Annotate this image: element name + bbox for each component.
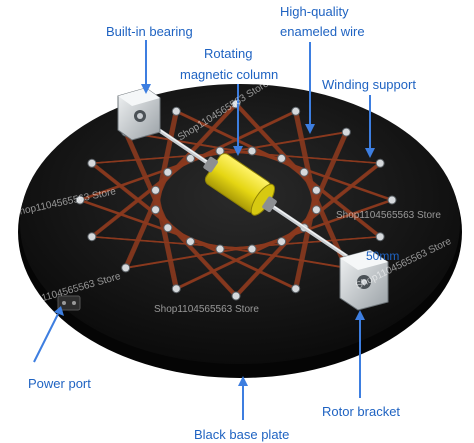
rotor-bracket-shape xyxy=(339,249,389,311)
winding-strand xyxy=(127,131,284,160)
winding-peg xyxy=(87,232,97,242)
label-magnetic-column: magnetic column xyxy=(180,67,279,82)
winding-peg xyxy=(311,185,321,195)
arrow-bearing-head xyxy=(141,84,151,94)
winding-peg xyxy=(231,291,241,301)
label-high-quality: High-quality xyxy=(280,4,349,19)
winding-peg xyxy=(387,195,397,205)
winding-peg xyxy=(291,284,301,294)
winding-strand xyxy=(93,236,255,250)
winding-peg xyxy=(75,195,85,205)
winding-peg xyxy=(247,244,257,254)
winding-strand xyxy=(155,111,178,210)
winding-peg xyxy=(291,106,301,116)
label-enameled-wire: enameled wire xyxy=(280,24,365,39)
winding-peg xyxy=(341,127,351,137)
winding-support-pegs xyxy=(75,99,397,301)
rotating-magnetic-column xyxy=(203,153,277,216)
winding-strand xyxy=(126,131,170,229)
label-rotating: Rotating xyxy=(204,46,253,61)
label-rotor-bracket: Rotor bracket xyxy=(322,404,401,419)
arrow-rotor-head xyxy=(355,310,365,320)
label-size: 50mm xyxy=(366,249,400,263)
watermark-right: Shop1104565563 Store xyxy=(336,210,441,221)
winding-strand xyxy=(125,131,169,229)
winding-peg xyxy=(215,244,225,254)
winding-peg xyxy=(311,205,321,215)
winding-peg xyxy=(151,185,161,195)
arrow-power xyxy=(33,313,59,363)
winding-strand xyxy=(127,240,284,269)
winding-strand xyxy=(127,131,171,229)
winding-peg xyxy=(87,158,97,168)
winding-strand xyxy=(293,190,316,289)
winding-peg xyxy=(171,284,181,294)
winding-peg xyxy=(277,237,287,247)
winding-peg xyxy=(185,153,195,163)
winding-peg xyxy=(163,223,173,233)
winding-peg xyxy=(151,205,161,215)
base-plate xyxy=(20,84,460,364)
leader-arrows xyxy=(33,40,375,420)
winding-peg xyxy=(299,167,309,177)
label-power-port: Power port xyxy=(28,376,91,391)
winding-peg xyxy=(375,158,385,168)
winding-peg xyxy=(163,167,173,177)
arrow-column-head xyxy=(233,146,243,156)
winding-peg xyxy=(185,237,195,247)
winding-strand xyxy=(124,131,168,229)
winding-strand xyxy=(178,110,307,173)
winding-strand xyxy=(294,190,317,289)
arrow-power-head xyxy=(54,306,64,316)
winding-strand xyxy=(295,190,318,289)
winding-peg xyxy=(171,106,181,116)
winding-strand xyxy=(93,150,255,164)
winding-strand xyxy=(81,199,223,250)
winding-peg xyxy=(247,146,257,156)
arrow-base-head xyxy=(238,376,248,386)
winding-strand xyxy=(178,227,307,290)
built-in-bearing-bracket xyxy=(117,87,161,141)
winding-strand xyxy=(93,157,193,238)
winding-peg xyxy=(121,263,131,273)
power-port-connector xyxy=(57,295,81,311)
winding-peg xyxy=(215,146,225,156)
winding-strand xyxy=(301,131,345,229)
watermark-bottom: Shop1104565563 Store xyxy=(154,304,259,315)
label-black-base-plate: Black base plate xyxy=(194,427,290,442)
winding-strand xyxy=(154,111,177,210)
winding-strand xyxy=(156,111,179,210)
winding-peg xyxy=(277,153,287,163)
arrow-support-head xyxy=(365,148,375,158)
label-winding-support: Winding support xyxy=(322,77,416,92)
winding-strand xyxy=(93,162,193,243)
winding-peg xyxy=(375,232,385,242)
winding-strand xyxy=(127,171,171,269)
arrow-wire-head xyxy=(305,124,315,134)
label-built-in-bearing: Built-in bearing xyxy=(106,24,193,39)
